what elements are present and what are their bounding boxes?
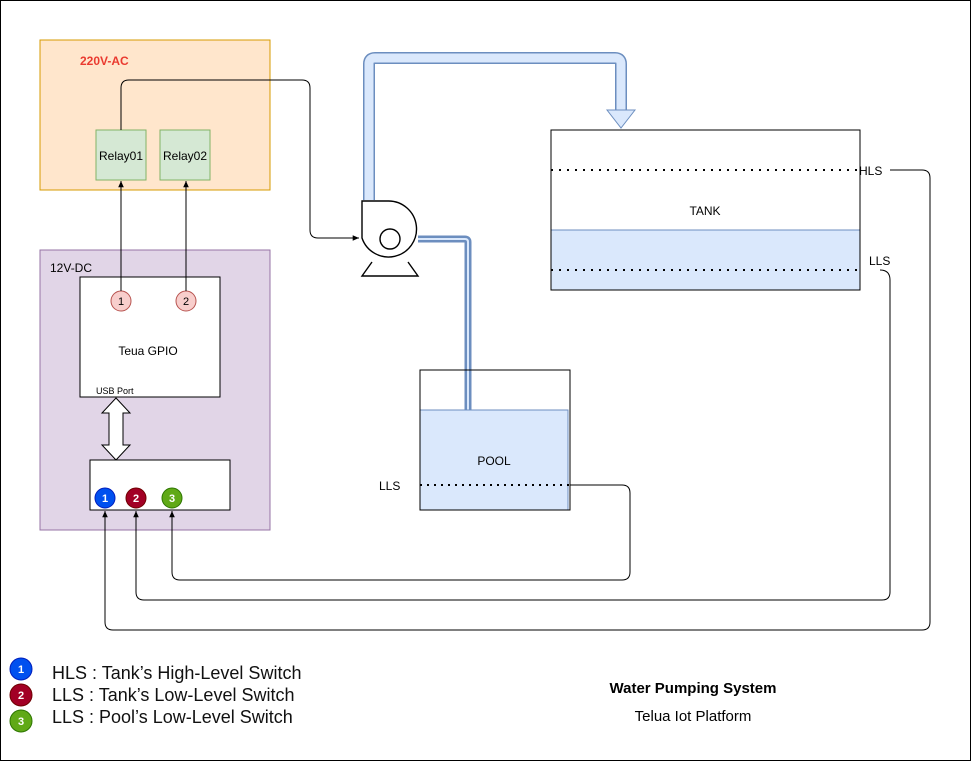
legend-1-text: HLS : Tank’s High-Level Switch bbox=[52, 663, 301, 683]
legend-2-text: LLS : Tank’s Low-Level Switch bbox=[52, 685, 294, 705]
tank-supply-pipe-outline bbox=[363, 52, 627, 200]
pool-lls-label: LLS bbox=[379, 479, 400, 493]
tank-hls-label: HLS bbox=[859, 164, 882, 178]
relay02-label: Relay02 bbox=[163, 149, 207, 163]
ac-power-panel bbox=[39, 39, 271, 191]
legend-2-number: 2 bbox=[18, 690, 24, 702]
legend-1-badge bbox=[9, 657, 33, 681]
legend-3-number: 3 bbox=[18, 716, 24, 728]
gpio-pin-1-label: 1 bbox=[118, 296, 124, 308]
relay01-label: Relay01 bbox=[99, 149, 143, 163]
legend-1-number: 1 bbox=[18, 664, 24, 676]
switch-input-3-label: 3 bbox=[169, 493, 175, 505]
diagram-subtitle: Telua Iot Platform bbox=[635, 708, 752, 725]
tank-hls-wire bbox=[102, 169, 931, 631]
ac-power-label: 220V-AC bbox=[80, 54, 129, 68]
legend-3-badge bbox=[9, 709, 33, 733]
relay02-box bbox=[159, 129, 211, 181]
legend-3-text: LLS : Pool’s Low-Level Switch bbox=[52, 707, 293, 727]
tank-supply-pipe bbox=[364, 53, 626, 200]
pool-suction-pipe bbox=[418, 238, 469, 478]
pump-icon bbox=[360, 200, 420, 277]
gpio-pin-2-label: 2 bbox=[183, 296, 189, 308]
tank-lls-wire bbox=[133, 269, 891, 601]
legend-2-badge bbox=[9, 683, 33, 707]
switch-input-2 bbox=[125, 487, 147, 509]
tank-label: TANK bbox=[689, 204, 720, 218]
usb-port-label: USB Port bbox=[96, 386, 134, 396]
tank-water bbox=[550, 229, 861, 291]
gpio-board bbox=[79, 276, 221, 398]
gpio-label: Teua GPIO bbox=[118, 344, 177, 358]
pool-outline bbox=[419, 369, 571, 511]
switch-input-3 bbox=[161, 487, 183, 509]
tank-lls-label: LLS bbox=[869, 254, 890, 268]
tank-inlet-arrow bbox=[605, 109, 637, 129]
tank-outline bbox=[550, 129, 861, 291]
pool-water bbox=[419, 409, 569, 511]
dc-power-label: 12V-DC bbox=[50, 261, 92, 275]
switch-input-1 bbox=[94, 487, 116, 509]
relay-to-pump-wire bbox=[120, 79, 359, 241]
switch-input-1-label: 1 bbox=[102, 493, 108, 505]
switch-input-2-label: 2 bbox=[133, 493, 139, 505]
diagram-title: Water Pumping System bbox=[610, 680, 777, 697]
pool-label: POOL bbox=[477, 454, 511, 468]
pool-lls-wire bbox=[169, 484, 631, 581]
